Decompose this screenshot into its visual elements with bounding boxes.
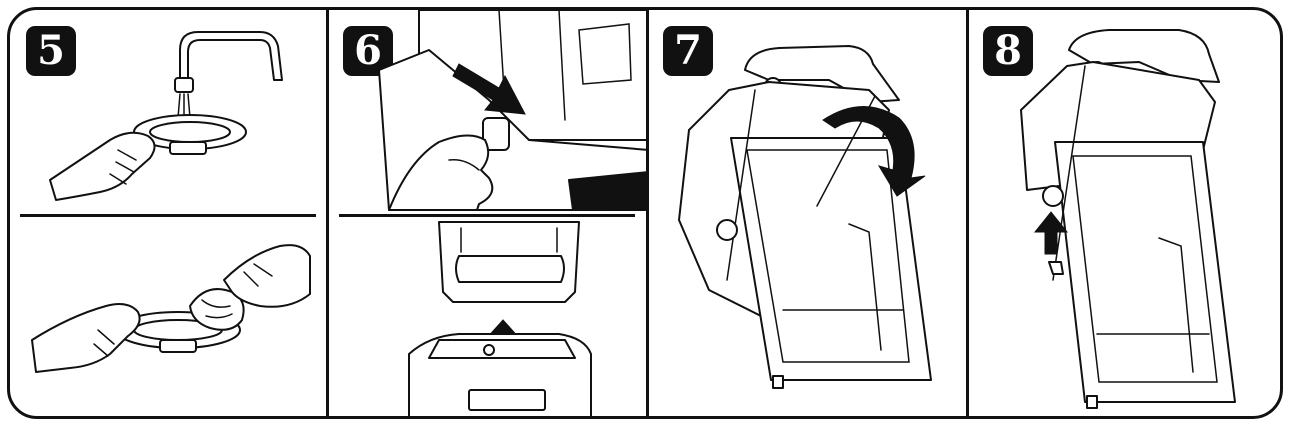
step-6-panel: 6 <box>326 10 646 416</box>
wiping-part-with-cloth-icon <box>10 10 326 419</box>
instruction-frame: 5 <box>7 7 1283 419</box>
step-5-panel: 5 <box>10 10 326 416</box>
lifting-lid-off-hinge-icon <box>969 10 1283 419</box>
rotating-lid-open-icon <box>649 10 969 419</box>
step-8-panel: 8 <box>966 10 1280 416</box>
step-7-panel: 7 <box>646 10 966 416</box>
lifting-enclosure-off-base-icon <box>329 10 649 419</box>
